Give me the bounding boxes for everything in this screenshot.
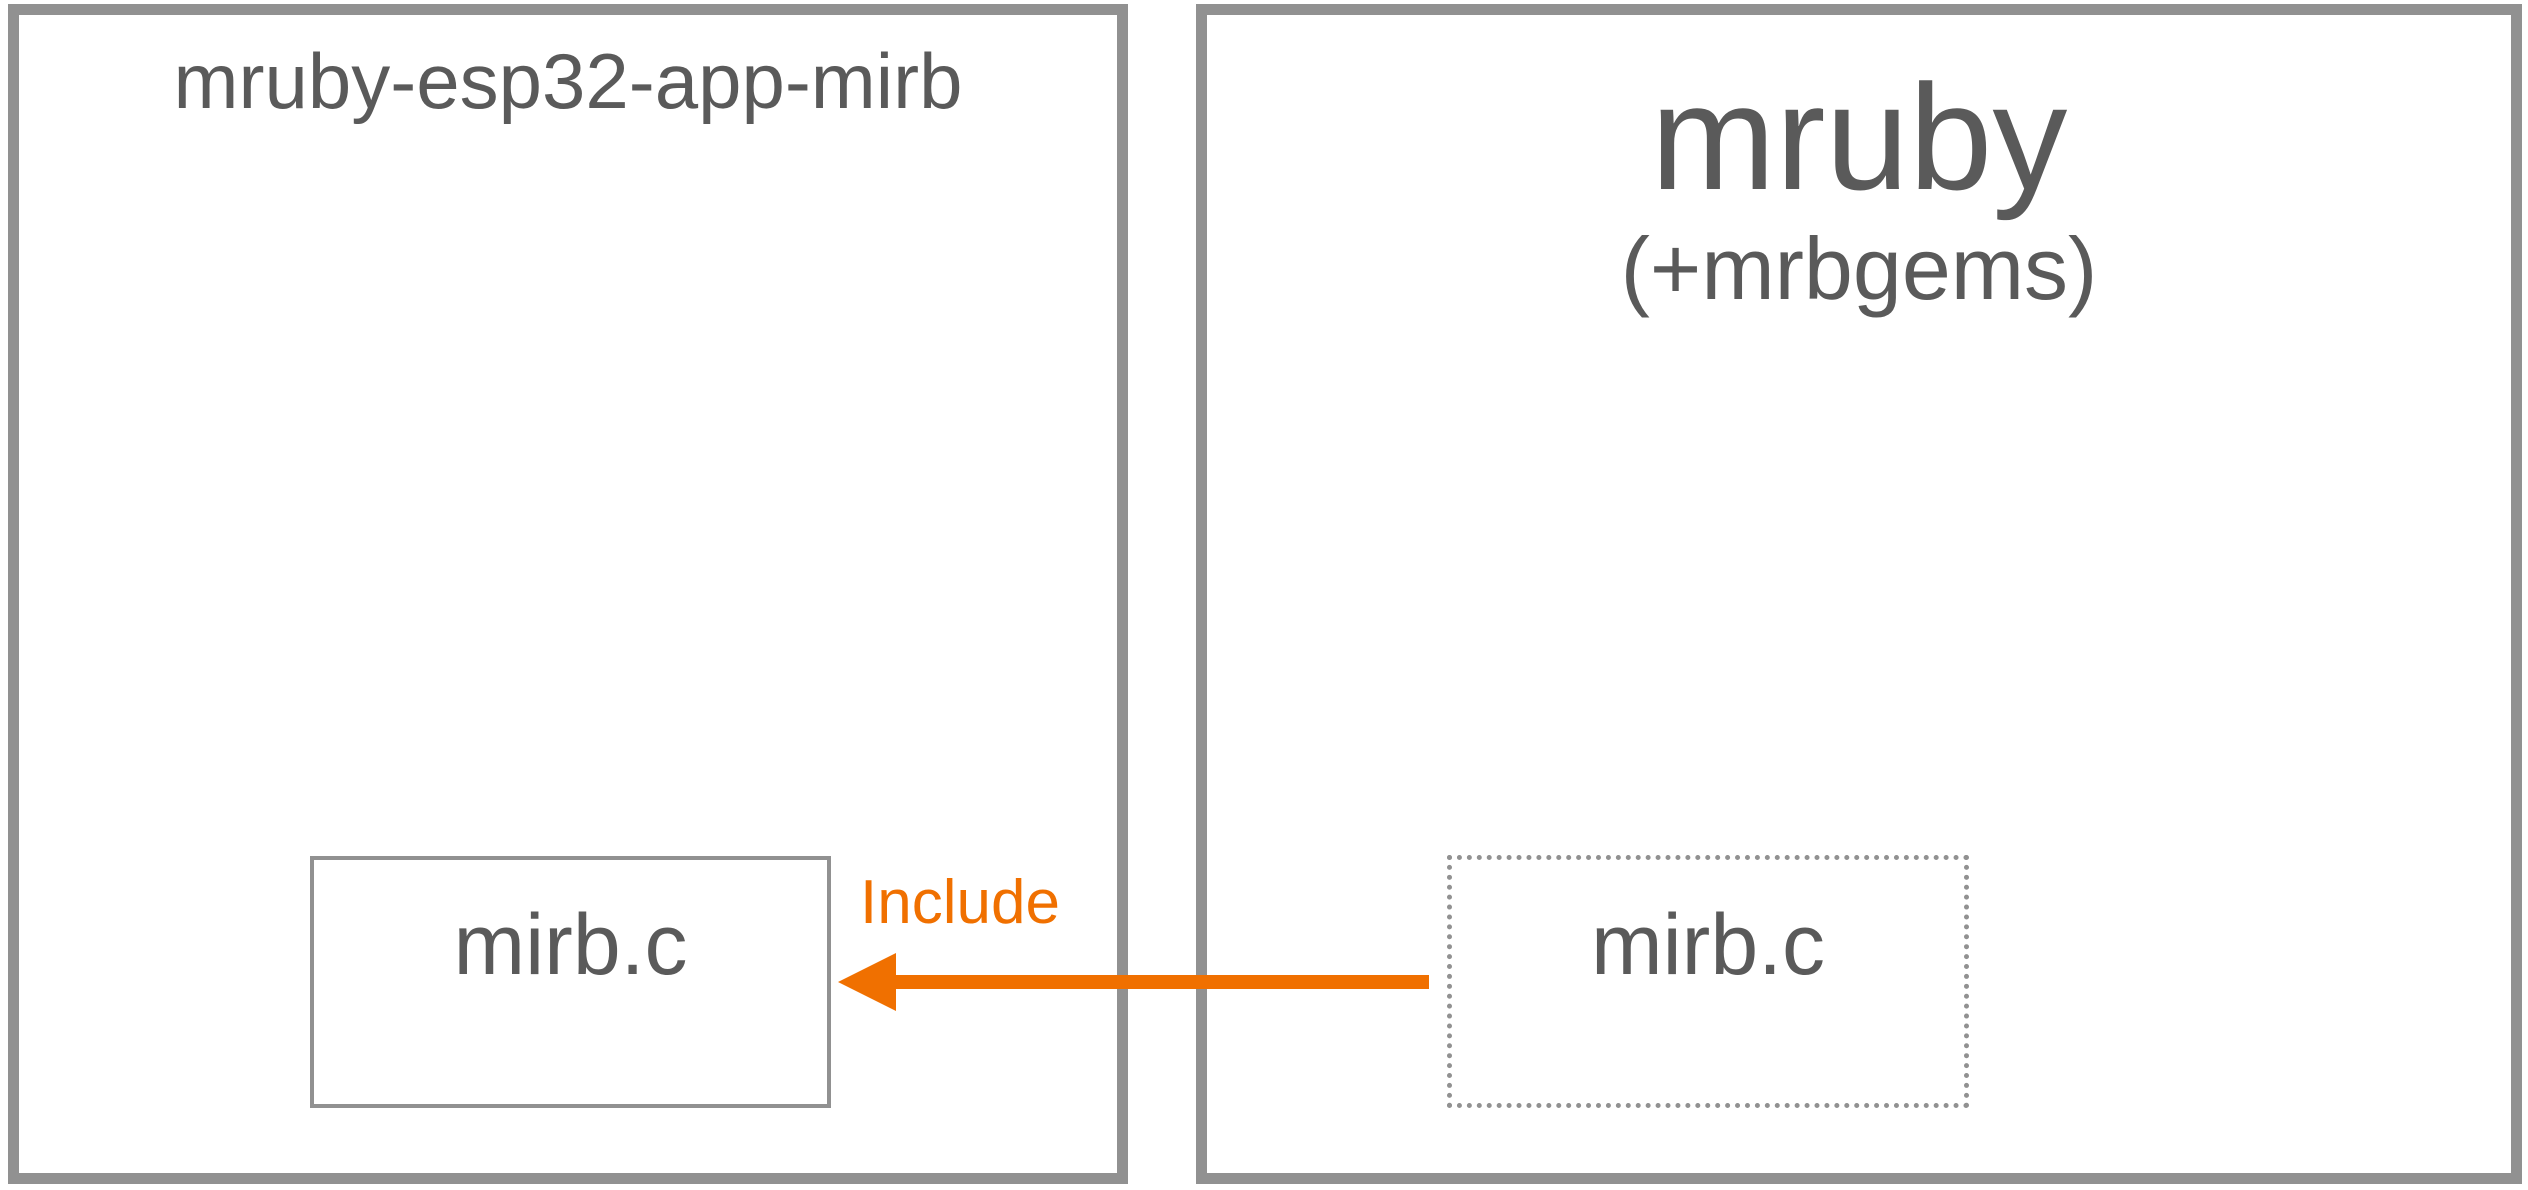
right-container-box [1196, 4, 2522, 1184]
left-container-box [8, 4, 1128, 1184]
left-container-title: mruby-esp32-app-mirb [173, 37, 963, 125]
right-file-box: mirb.c [1447, 855, 1969, 1108]
right-container-subtitle: (+mrbgems) [1620, 219, 2098, 318]
include-arrow-head [838, 953, 896, 1011]
left-file-label: mirb.c [453, 897, 688, 993]
left-file-box: mirb.c [310, 856, 831, 1108]
right-container-title: mruby [1650, 53, 2068, 221]
right-file-label: mirb.c [1590, 897, 1826, 993]
include-label: Include [860, 868, 1060, 937]
